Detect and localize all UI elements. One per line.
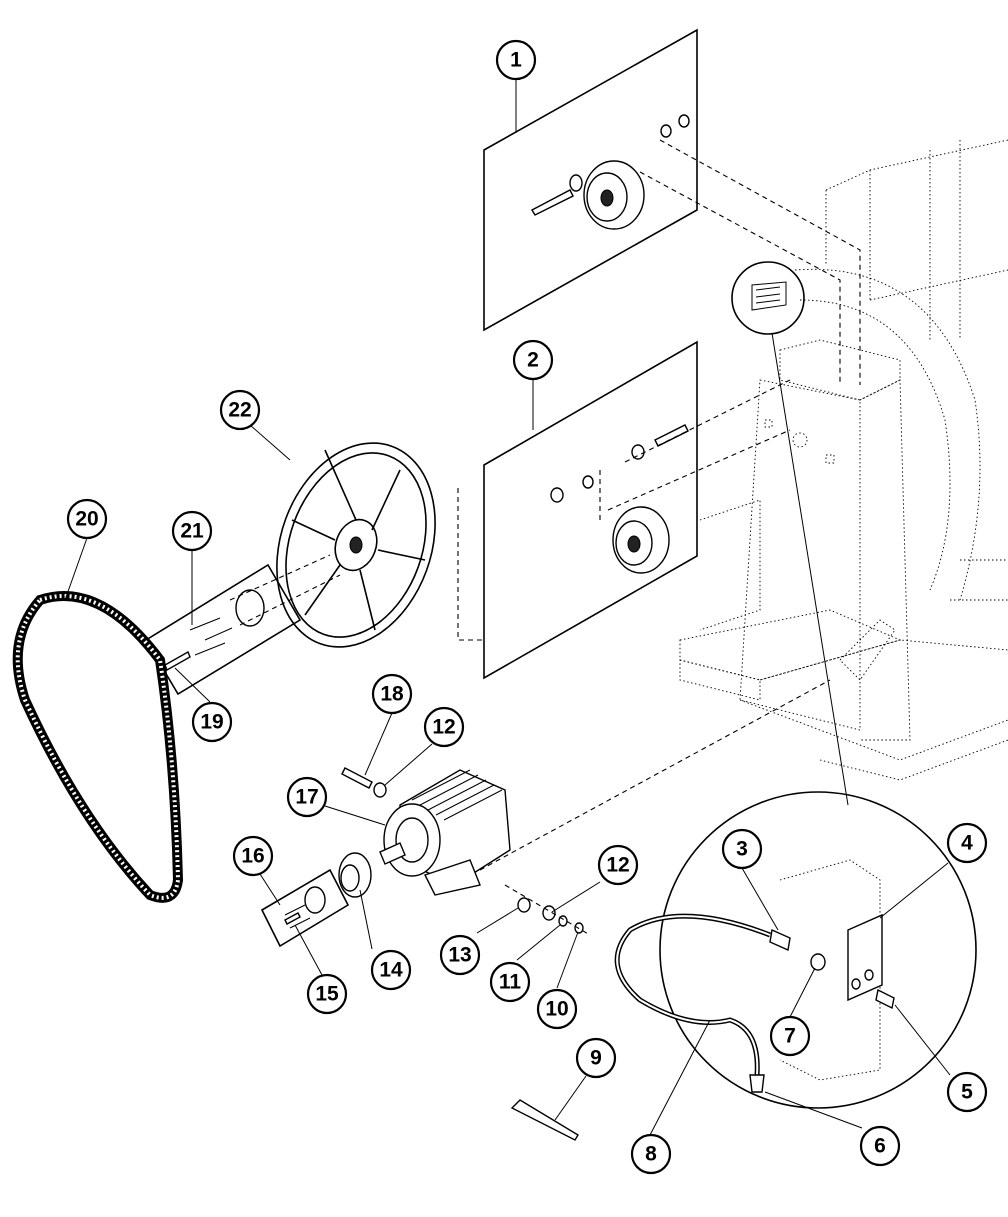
belt (18, 596, 178, 898)
svg-text:1: 1 (510, 49, 522, 72)
svg-text:16: 16 (241, 845, 264, 868)
bolt-and-washer-18-12 (342, 768, 386, 797)
svg-text:11: 11 (499, 971, 522, 994)
svg-text:22: 22 (228, 399, 251, 422)
callout-21: 21 (173, 512, 211, 550)
svg-text:10: 10 (545, 998, 568, 1021)
panel-1 (484, 30, 860, 385)
bushing-kit-21 (146, 555, 340, 694)
callout-1: 1 (497, 41, 535, 79)
svg-text:9: 9 (590, 1047, 602, 1070)
hardware-10-13 (505, 885, 590, 935)
callout-18: 18 (373, 675, 411, 713)
callout-13: 13 (441, 936, 479, 974)
svg-text:12: 12 (432, 716, 455, 739)
callout-12-upper: 12 (425, 708, 463, 746)
svg-text:4: 4 (961, 832, 973, 855)
svg-text:20: 20 (75, 508, 98, 531)
svg-text:8: 8 (645, 1143, 657, 1166)
callout-22: 22 (221, 391, 259, 429)
svg-text:7: 7 (784, 1025, 796, 1048)
callout-7: 7 (771, 1017, 809, 1055)
svg-text:15: 15 (315, 983, 339, 1006)
svg-text:14: 14 (379, 959, 403, 982)
callout-3: 3 (723, 830, 761, 868)
svg-text:5: 5 (961, 1081, 973, 1104)
callout-6: 6 (861, 1127, 899, 1165)
svg-text:18: 18 (380, 683, 404, 706)
callout-2: 2 (514, 341, 552, 379)
callout-4: 4 (948, 824, 986, 862)
callout-17: 17 (288, 778, 326, 816)
svg-text:21: 21 (180, 520, 204, 543)
svg-text:12: 12 (606, 854, 629, 877)
callout-15: 15 (308, 975, 346, 1013)
svg-text:2: 2 (527, 349, 539, 372)
svg-text:6: 6 (874, 1135, 886, 1158)
callout-20: 20 (68, 500, 106, 538)
detail-circle-bottom (617, 792, 976, 1108)
cable-tie-9 (512, 1100, 578, 1140)
svg-text:13: 13 (448, 944, 471, 967)
callout-19: 19 (193, 703, 231, 741)
svg-text:19: 19 (200, 711, 223, 734)
callout-9: 9 (577, 1039, 615, 1077)
callouts: 1 2 3 4 5 6 7 8 9 10 11 12 12 13 14 15 1… (68, 41, 986, 1173)
callout-16: 16 (234, 837, 272, 875)
bushing-kit-16 (262, 870, 348, 946)
callout-11: 11 (491, 963, 529, 1001)
svg-text:17: 17 (295, 786, 318, 809)
callout-10: 10 (538, 990, 576, 1028)
callout-12-lower: 12 (599, 846, 637, 884)
callout-8: 8 (632, 1135, 670, 1173)
machine-frame (680, 140, 1008, 780)
motor-pulley-14 (339, 853, 371, 897)
callout-14: 14 (372, 951, 410, 989)
callout-5: 5 (948, 1073, 986, 1111)
svg-text:3: 3 (736, 838, 748, 861)
